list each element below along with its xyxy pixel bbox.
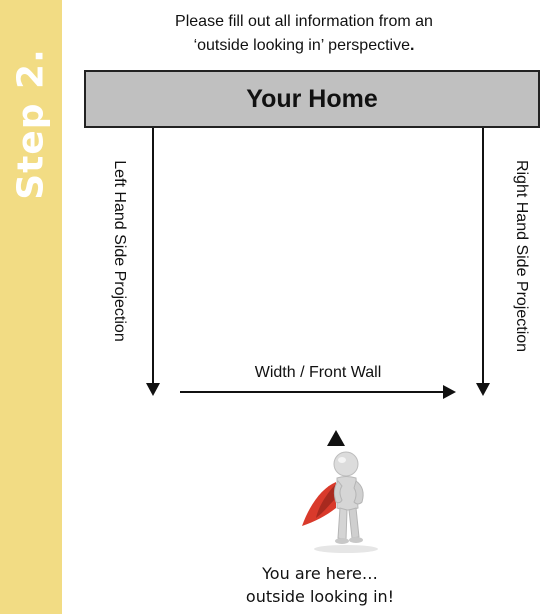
right-projection-arrowhead <box>476 383 490 396</box>
viewer-caption-line-2: outside looking in! <box>228 585 412 608</box>
viewer-caption-line-1: You are here… <box>228 562 412 585</box>
up-triangle-icon <box>327 430 345 446</box>
width-arrowhead <box>443 385 456 399</box>
right-projection-label: Right Hand Side Projection <box>512 160 530 352</box>
left-projection-label: Left Hand Side Projection <box>110 160 128 341</box>
left-projection-arrowhead <box>146 383 160 396</box>
superhero-figure-icon <box>296 448 388 554</box>
viewer-caption: You are here… outside looking in! <box>228 562 412 608</box>
width-label: Width / Front Wall <box>238 364 398 382</box>
